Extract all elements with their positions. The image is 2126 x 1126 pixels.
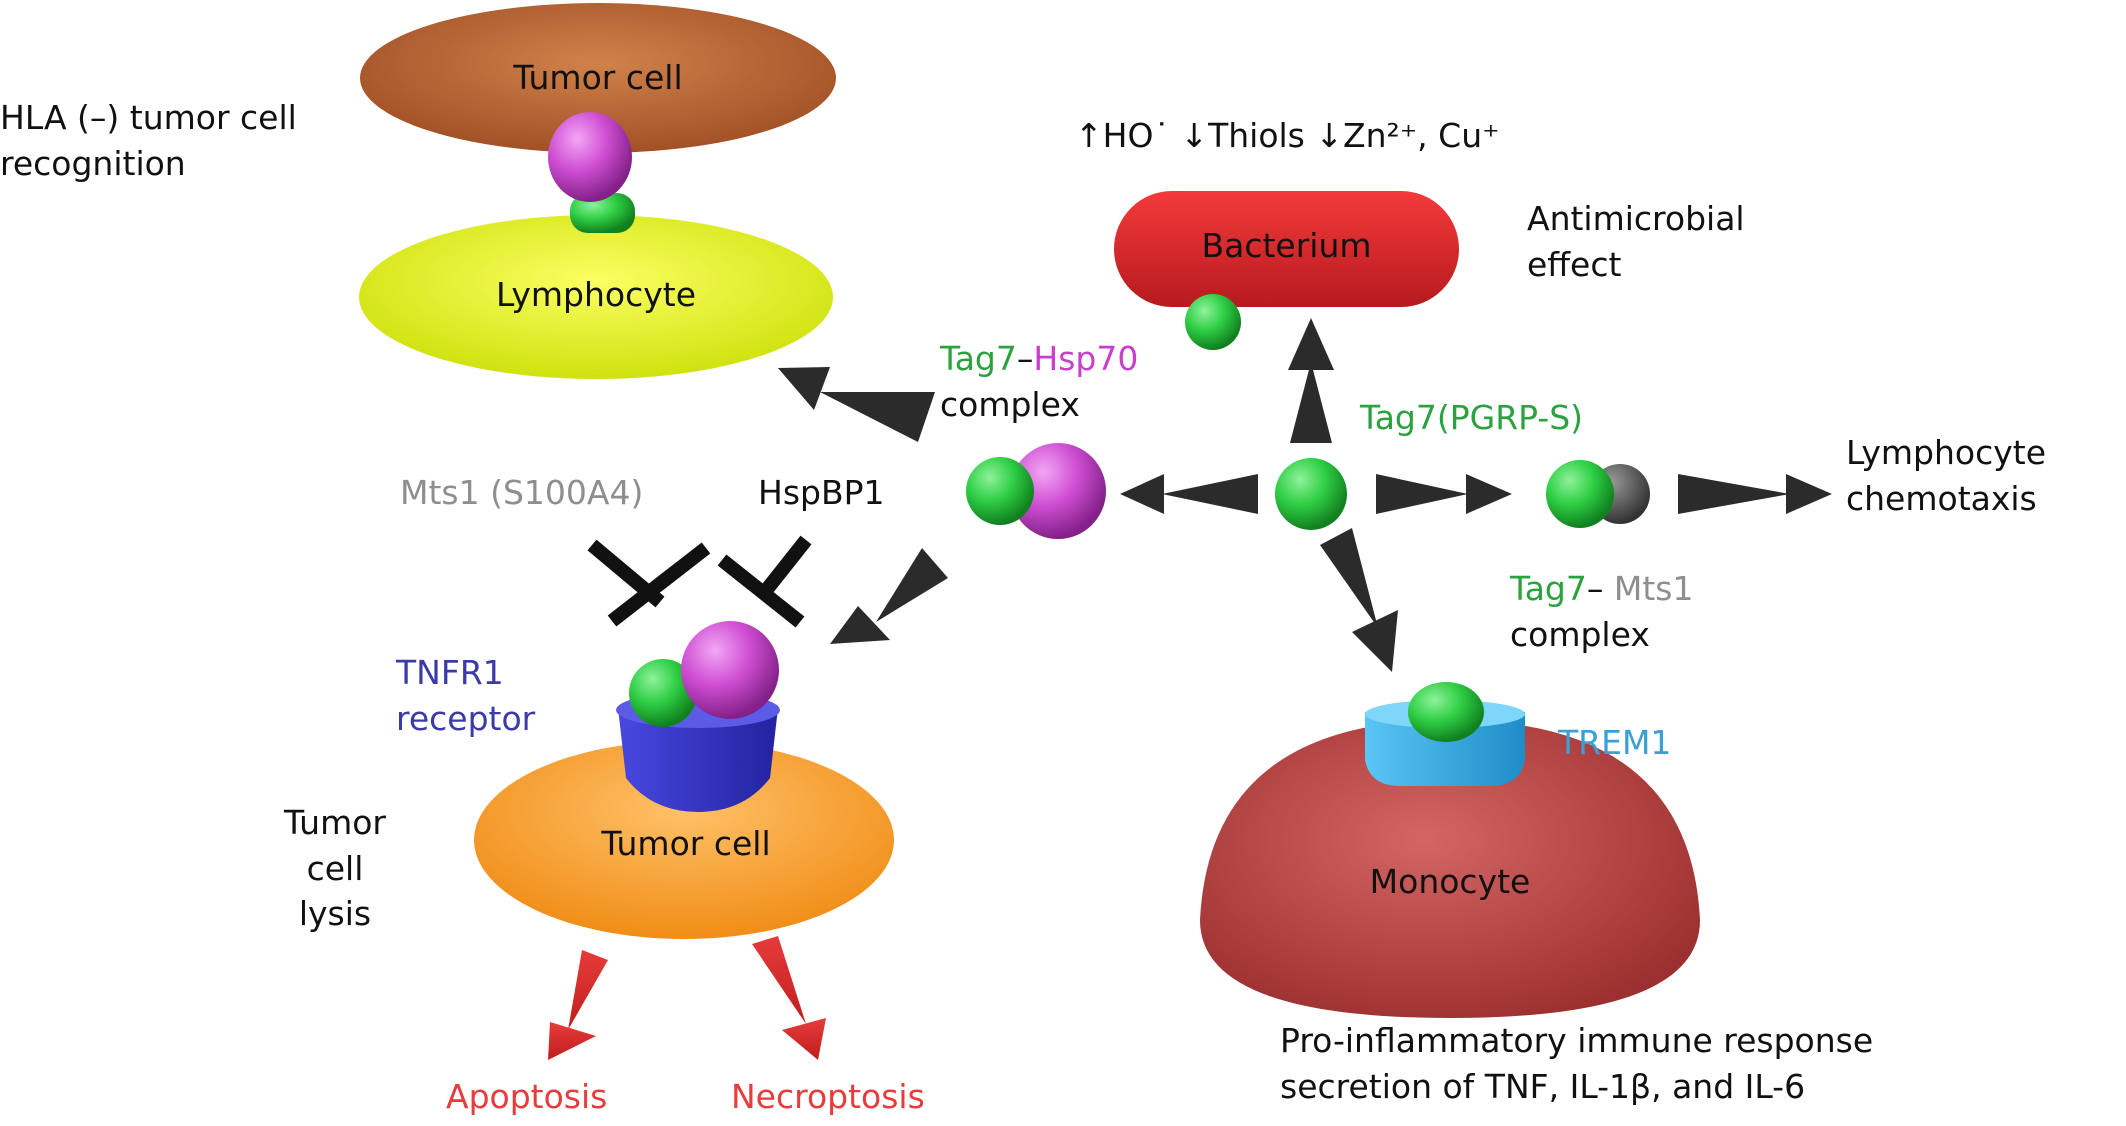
mts1-complex-mts1-word: Mts1	[1613, 569, 1694, 608]
mts1-complex-word: complex	[1510, 614, 1650, 654]
lymphocyte-label: Lymphocyte	[496, 275, 696, 314]
tnfr1-bound-hsp70-shape	[681, 621, 779, 719]
response-line1: Pro-inflammatory immune response	[1280, 1021, 1874, 1060]
arrow-hub-to-monocyte	[1320, 528, 1378, 628]
pro-inflammatory-label: Pro-inflammatory immune response secreti…	[1280, 1018, 1874, 1109]
bacterium-bound-tag7-shape	[1185, 294, 1241, 350]
complex-word: complex	[940, 384, 1080, 424]
death-arrows	[548, 936, 826, 1060]
lysis-line2: cell	[306, 848, 364, 888]
antimicrobial-line1: Antimicrobial	[1527, 199, 1745, 238]
lysis-line1: Tumor	[284, 803, 386, 842]
mts1-inhibition-bar	[587, 539, 711, 627]
tnfr1-line1: TNFR1	[396, 653, 504, 692]
tnfr1-receptor-shape	[618, 708, 778, 812]
antimicrobial-line2: effect	[1527, 244, 1622, 284]
arrow-mts1-complex-to-chemotaxis-head	[1786, 474, 1832, 514]
arrow-hub-to-monocyte-head	[1352, 610, 1398, 672]
ros-label: ↑HO˙ ↓Thiols ↓Zn²⁺, Cu⁺	[1075, 116, 1500, 155]
mts1-complex-tag7-word: Tag7	[1510, 569, 1587, 608]
hla-recognition-label: HLA (–) tumor cell recognition	[0, 95, 297, 186]
tumor-cell-lysis-label: Tumor cell lysis	[270, 800, 400, 937]
trem1-label: TREM1	[1558, 723, 1672, 762]
tumor-cell-top-shape	[360, 3, 836, 153]
lymphocyte-chemotaxis-label: Lymphocyte chemotaxis	[1846, 430, 2046, 521]
complex-hsp70-word: Hsp70	[1033, 339, 1139, 378]
arrow-complex-to-lymphocyte	[820, 392, 935, 442]
lymphocyte-shape	[359, 215, 833, 379]
complex-dash: –	[1016, 339, 1034, 378]
complex-tag7-word: Tag7	[940, 339, 1017, 378]
tag7-hub-shape	[1275, 458, 1347, 530]
arrow-to-apoptosis-head	[548, 1022, 596, 1060]
arrow-hub-to-complex	[1162, 474, 1258, 514]
tnfr1-line2: receptor	[396, 698, 536, 738]
tumor-cell-bottom-shape	[474, 741, 894, 939]
lysis-line3: lysis	[298, 894, 372, 934]
arrow-to-apoptosis	[568, 950, 608, 1030]
tag7-mts1-complex-tag7-shape	[1546, 460, 1614, 528]
bacterium-shape	[1114, 191, 1459, 307]
hla-recognition-title: HLA (–) tumor cell	[0, 98, 297, 137]
arrow-hub-to-mts1-complex	[1376, 474, 1468, 514]
tnfr1-bound-tag7-shape	[629, 659, 697, 727]
arrow-hub-to-bacterium	[1290, 362, 1332, 443]
apoptosis-label: Apoptosis	[446, 1077, 608, 1116]
mts1-complex-dash: –	[1586, 569, 1604, 608]
mts1-s100a4-label: Mts1 (S100A4)	[400, 473, 644, 512]
arrow-to-necroptosis	[752, 936, 806, 1024]
antimicrobial-effect-label: Antimicrobial effect	[1527, 196, 1745, 287]
trem1-receptor-shape	[1365, 712, 1525, 786]
inhibition-bars	[587, 535, 812, 628]
monocyte-label: Monocyte	[1369, 862, 1531, 901]
tag7-hsp70-complex-hsp70-shape	[1010, 443, 1106, 539]
chemotaxis-line2: chemotaxis	[1846, 478, 2037, 518]
tumor-cell-top-label: Tumor cell	[513, 58, 683, 97]
tnfr1-receptor-label: TNFR1 receptor	[396, 650, 535, 741]
arrow-hub-to-mts1-complex-head	[1466, 474, 1512, 514]
arrow-mts1-complex-to-chemotaxis	[1678, 474, 1790, 514]
hspbp1-inhibition-bar	[717, 535, 812, 628]
tumor-cell-bottom-label: Tumor cell	[601, 824, 771, 863]
bacterium-label: Bacterium	[1201, 226, 1372, 265]
tag7-hsp70-complex-tag7-shape	[966, 457, 1034, 525]
chemotaxis-line1: Lymphocyte	[1846, 433, 2046, 472]
hla-recognition-subtitle: recognition	[0, 143, 186, 183]
arrow-hub-to-bacterium-head	[1288, 318, 1334, 370]
arrows	[778, 318, 1832, 672]
arrow-to-necroptosis-head	[782, 1018, 826, 1060]
arrow-complex-to-tumor	[876, 548, 948, 622]
hspbp1-label: HspBP1	[758, 473, 885, 512]
monocyte-shape	[1200, 720, 1700, 1018]
necroptosis-label: Necroptosis	[731, 1077, 925, 1116]
response-line2: secretion of TNF, IL-1β, and IL-6	[1280, 1066, 1806, 1106]
hsp70-ligand-shape	[548, 112, 632, 202]
lymphocyte-receptor-shape	[570, 193, 635, 233]
arrow-hub-to-complex-head	[1120, 474, 1164, 514]
tag7-pgrps-label: Tag7(PGRP-S)	[1360, 398, 1584, 437]
arrow-complex-to-tumor-head	[830, 606, 890, 644]
tag7-mts1-complex-label: Tag7– Mts1 complex	[1510, 566, 1693, 657]
trem1-bound-tag7-shape	[1408, 682, 1484, 742]
arrow-complex-to-lymphocyte-head	[778, 367, 830, 410]
tag7-hsp70-complex-label: Tag7–Hsp70 complex	[940, 336, 1138, 427]
